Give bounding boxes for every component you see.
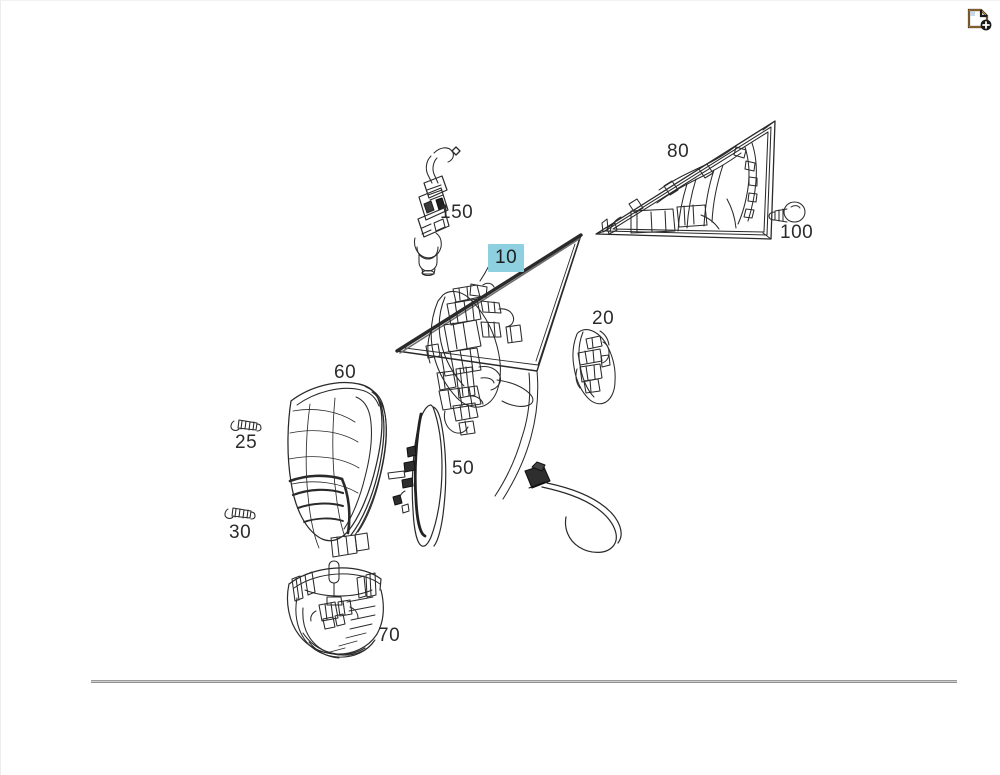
callout-20[interactable]: 20 (592, 308, 615, 329)
part-60-housing (287, 381, 387, 558)
toolbar (954, 1, 1000, 39)
callout-10[interactable]: 10 (488, 244, 525, 272)
callout-30[interactable]: 30 (229, 522, 252, 543)
part-25-screw (230, 419, 262, 432)
callout-100[interactable]: 100 (780, 222, 814, 243)
callout-25[interactable]: 25 (235, 432, 258, 453)
callout-80[interactable]: 80 (667, 141, 690, 162)
part-80-window-frame (595, 120, 776, 240)
part-10-mirror-base-assembly (395, 233, 622, 553)
add-page-button[interactable] (964, 7, 994, 33)
callout-50[interactable]: 50 (452, 458, 475, 479)
part-70-lower-cap (286, 560, 384, 659)
footer-divider (91, 680, 957, 683)
part-20-bracket (572, 329, 616, 405)
part-100-screw (768, 201, 806, 223)
part-150-actuator (414, 146, 461, 277)
add-page-icon (967, 8, 992, 31)
callout-150[interactable]: 150 (440, 202, 474, 223)
part-30-screw (224, 507, 256, 520)
callout-60[interactable]: 60 (334, 362, 357, 383)
part-50-mirror-glass (387, 404, 447, 547)
callout-70[interactable]: 70 (378, 625, 401, 646)
